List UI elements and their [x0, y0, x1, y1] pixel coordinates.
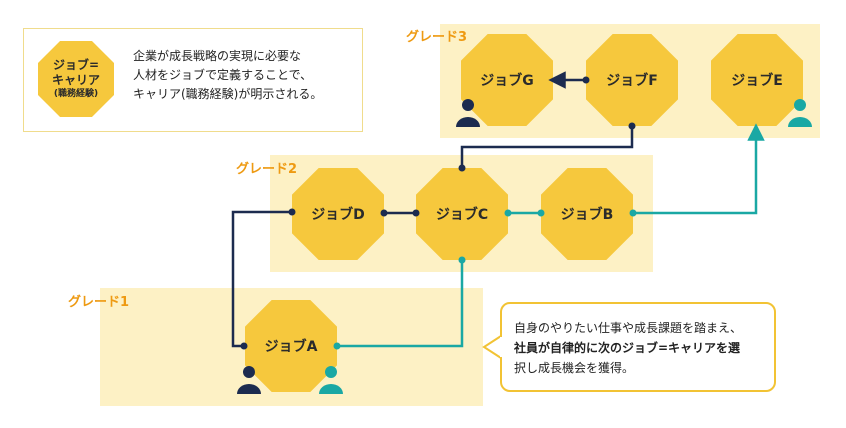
navy-dot-f-left: [582, 76, 590, 84]
legend-octagon-line3: (職務経験): [53, 89, 99, 99]
callout-line3: 択し成長機会を獲得。: [514, 361, 635, 375]
job-e: ジョブE: [711, 34, 803, 126]
callout-box: [500, 302, 776, 392]
teal-dot-c-right: [504, 209, 512, 217]
person-icon-navy-grade1: [237, 366, 261, 394]
navy-dot-a: [240, 342, 248, 350]
legend-text: 企業が成長戦略の実現に必要な 人材をジョブで定義することで、 キャリア(職務経験…: [133, 47, 322, 104]
teal-path-b-to-e: [633, 123, 765, 215]
navy-path-c-to-f: [460, 126, 634, 168]
callout-line1: 自身のやりたい仕事や成長課題を踏まえ、: [514, 321, 743, 335]
job-g: ジョブG: [461, 34, 553, 126]
person-icon-teal-grade3: [788, 99, 812, 127]
teal-dot-a: [333, 342, 341, 350]
teal-dot-c-bottom: [458, 256, 466, 264]
person-icon-navy-grade3: [456, 99, 480, 127]
grade1-label: グレード1: [68, 295, 130, 310]
callout-line2: 社員が自律的に次のジョブ=キャリアを選: [514, 341, 741, 355]
navy-dot-c-top: [458, 164, 466, 172]
callout-text: 自身のやりたい仕事や成長課題を踏まえ、 社員が自律的に次のジョブ=キャリアを選 …: [514, 318, 742, 378]
grade3-label: グレード3: [406, 30, 468, 45]
legend-text-line1: 企業が成長戦略の実現に必要な: [133, 49, 302, 63]
navy-path-a-to-d: [231, 210, 292, 348]
legend-octagon-line1: ジョブ=: [52, 58, 100, 72]
navy-dot-c-left: [412, 209, 420, 217]
legend-octagon-line2: キャリア: [51, 73, 100, 87]
navy-dot-f-bottom: [628, 122, 636, 130]
job-b: ジョブB: [541, 168, 633, 260]
legend-text-line2: 人材をジョブで定義することで、: [133, 68, 313, 82]
navy-dot-d-right: [380, 209, 388, 217]
teal-dot-b-right: [629, 209, 637, 217]
teal-dot-b-left: [537, 209, 545, 217]
job-f: ジョブF: [586, 34, 678, 126]
job-d: ジョブD: [292, 168, 384, 260]
job-a: ジョブA: [245, 300, 337, 392]
legend-text-line3: キャリア(職務経験)が明示される。: [133, 87, 323, 101]
legend-octagon: ジョブ= キャリア (職務経験): [38, 41, 114, 117]
teal-path-a-to-c: [337, 260, 464, 348]
job-c: ジョブC: [416, 168, 508, 260]
grade2-label: グレード2: [236, 162, 298, 177]
person-icon-teal-grade1: [319, 366, 343, 394]
callout-tail: [482, 334, 502, 360]
navy-dot-d-left: [288, 208, 296, 216]
